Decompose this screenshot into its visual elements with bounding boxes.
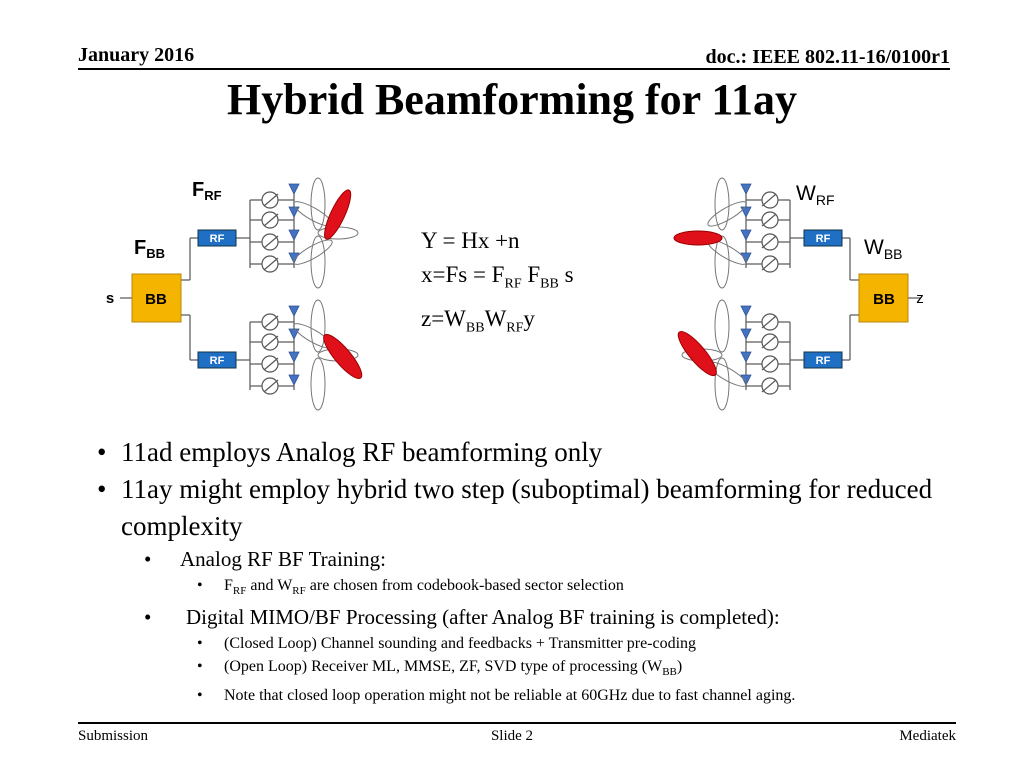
footer-company: Mediatek — [899, 728, 956, 744]
bullet-channel-aging-note: Note that closed loop operation might no… — [97, 684, 977, 707]
w-rf-label: WRF — [796, 182, 835, 208]
active-beam-lobe — [324, 189, 352, 240]
equations: Y = Hx +n x=Fs = FRF FBB s z=WBBWRFy — [421, 224, 574, 345]
rf-label: RF — [816, 233, 831, 245]
bullet-codebook-selection: FRF and WRF are chosen from codebook-bas… — [97, 574, 977, 603]
active-beam-lobe — [323, 333, 363, 380]
rf-label: RF — [210, 355, 225, 367]
bb-label: BB — [873, 291, 895, 308]
f-rf-label: FRF — [192, 179, 222, 203]
rf-block — [197, 351, 237, 369]
equation-line-1: Y = Hx +n — [421, 228, 520, 253]
rf-label: RF — [210, 233, 225, 245]
bullet-11ad: 11ad employs Analog RF beamforming only — [97, 434, 977, 471]
bullet-open-loop: (Open Loop) Receiver ML, MMSE, ZF, SVD t… — [97, 655, 977, 684]
rf-block — [197, 229, 237, 247]
rf-block — [803, 229, 843, 247]
equation-line-3: z=WBBWRFy — [421, 305, 535, 336]
footer-submission: Submission — [78, 728, 149, 744]
beam-pattern-top — [293, 177, 359, 289]
footer-slide-number: Slide 2 — [490, 728, 534, 744]
equation-line-2: x=Fs = FRF FBB s — [421, 262, 574, 292]
rx-hybrid-beamforming-diagram: BB z RF RF WRF WBB — [673, 177, 924, 411]
bullet-11ay: 11ay might employ hybrid two step (subop… — [97, 471, 977, 545]
bullet-closed-loop: (Closed Loop) Channel sounding and feedb… — [97, 632, 977, 655]
header-doc-id: doc.: IEEE 802.11-16/0100r1 — [705, 46, 950, 68]
active-beam-lobe — [673, 230, 723, 246]
bb-block — [858, 273, 909, 323]
f-bb-label: FBB — [134, 237, 165, 261]
antenna-icon — [288, 183, 300, 386]
antenna-icon — [740, 183, 752, 386]
bb-block — [131, 273, 182, 323]
header-divider — [78, 68, 950, 70]
bullet-analog-training: Analog RF BF Training: — [97, 545, 977, 574]
z-label: z — [916, 290, 924, 307]
rf-label: RF — [816, 355, 831, 367]
bullet-list: 11ad employs Analog RF beamforming only … — [97, 434, 977, 707]
tx-hybrid-beamforming-diagram: BB s RF RF FRF FBB — [106, 177, 363, 411]
active-beam-lobe — [677, 330, 717, 377]
w-bb-label: WBB — [864, 236, 903, 262]
s-label: s — [106, 290, 114, 307]
bullet-digital-mimo: Digital MIMO/BF Processing (after Analog… — [97, 603, 977, 632]
beam-pattern-top — [707, 177, 747, 289]
bb-label: BB — [145, 291, 167, 308]
header-date: January 2016 — [78, 44, 195, 66]
rf-block — [803, 351, 843, 369]
footer-divider — [78, 722, 956, 724]
slide-title: Hybrid Beamforming for 11ay — [227, 75, 797, 124]
